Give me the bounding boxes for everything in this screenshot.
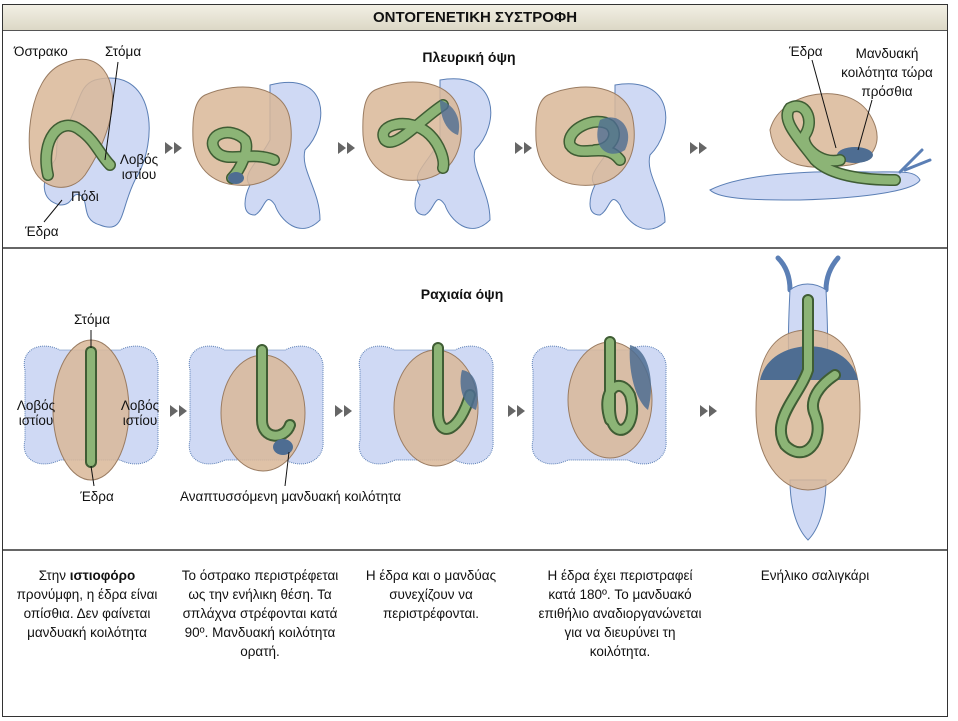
dorsal-stage-3 xyxy=(358,342,494,467)
caption-stage-4: Η έδρα έχει περιστραφεί κατά 180º. Το μα… xyxy=(538,568,702,659)
developing-cavity-label: Αναπτυσσόμενη μανδυακή κοιλότητα xyxy=(180,489,402,504)
diagram-title: ΟΝΤΟΓΕΝΕΤΙΚΗ ΣΥΣΤΡΟΦΗ xyxy=(3,5,947,31)
arrow-dorsal-4 xyxy=(700,405,717,417)
dorsal-stage-4 xyxy=(531,336,667,465)
caption-stage-2: Το όστρακο περιστρέφεται ως την ενήλικη … xyxy=(181,568,339,659)
dorsal-view-heading: Ραχιαία όψη xyxy=(420,286,504,302)
lateral-stage-4 xyxy=(535,83,667,230)
velar-lobe-left-label: Λοβός ιστίου xyxy=(16,398,56,428)
arrow-dorsal-2 xyxy=(335,405,352,417)
lateral-adult-snail xyxy=(709,59,932,201)
caption-stage-1: Στην ιστιοφόρο προνύμφη, η έδρα είναι οπ… xyxy=(16,568,158,640)
caption-stage-5: Ενήλικο σαλιγκάρι xyxy=(760,568,870,583)
anus-label-lateral: Έδρα xyxy=(25,224,59,239)
arrow-lateral-1 xyxy=(165,142,182,154)
dorsal-adult-snail xyxy=(755,255,861,541)
arrow-lateral-4 xyxy=(690,142,707,154)
mantle-cavity-label: Μανδυακή κοιλότητα τώρα πρόσθια xyxy=(841,46,933,99)
anus-label-dorsal: Έδρα xyxy=(80,489,114,504)
lateral-stage-2 xyxy=(192,82,322,229)
mouth-label-dorsal: Στόμα xyxy=(73,312,111,327)
lateral-view-heading: Πλευρική όψη xyxy=(422,49,516,65)
arrow-dorsal-1 xyxy=(170,405,187,417)
caption-stage-3: Η έδρα και ο μανδύας συνεχίζουν να περισ… xyxy=(365,568,497,621)
arrow-dorsal-3 xyxy=(508,405,525,417)
velar-lobe-label-lateral: Λοβός ιστίου xyxy=(119,152,159,182)
dorsal-stage-2 xyxy=(188,344,324,487)
diagram-frame xyxy=(2,4,948,717)
foot-label: Πόδι xyxy=(71,189,99,204)
adult-anus-label-lateral: Έδρα xyxy=(789,44,823,59)
dorsal-stage-1 xyxy=(23,330,159,487)
lateral-stage-1 xyxy=(28,58,150,228)
shell-label: Όστρακο xyxy=(14,44,68,59)
lateral-stage-3 xyxy=(362,78,492,229)
mouth-label-lateral: Στόμα xyxy=(105,44,142,59)
velar-lobe-right-label: Λοβός ιστίου xyxy=(120,398,160,428)
arrow-lateral-3 xyxy=(515,142,532,154)
arrow-lateral-2 xyxy=(338,142,355,154)
